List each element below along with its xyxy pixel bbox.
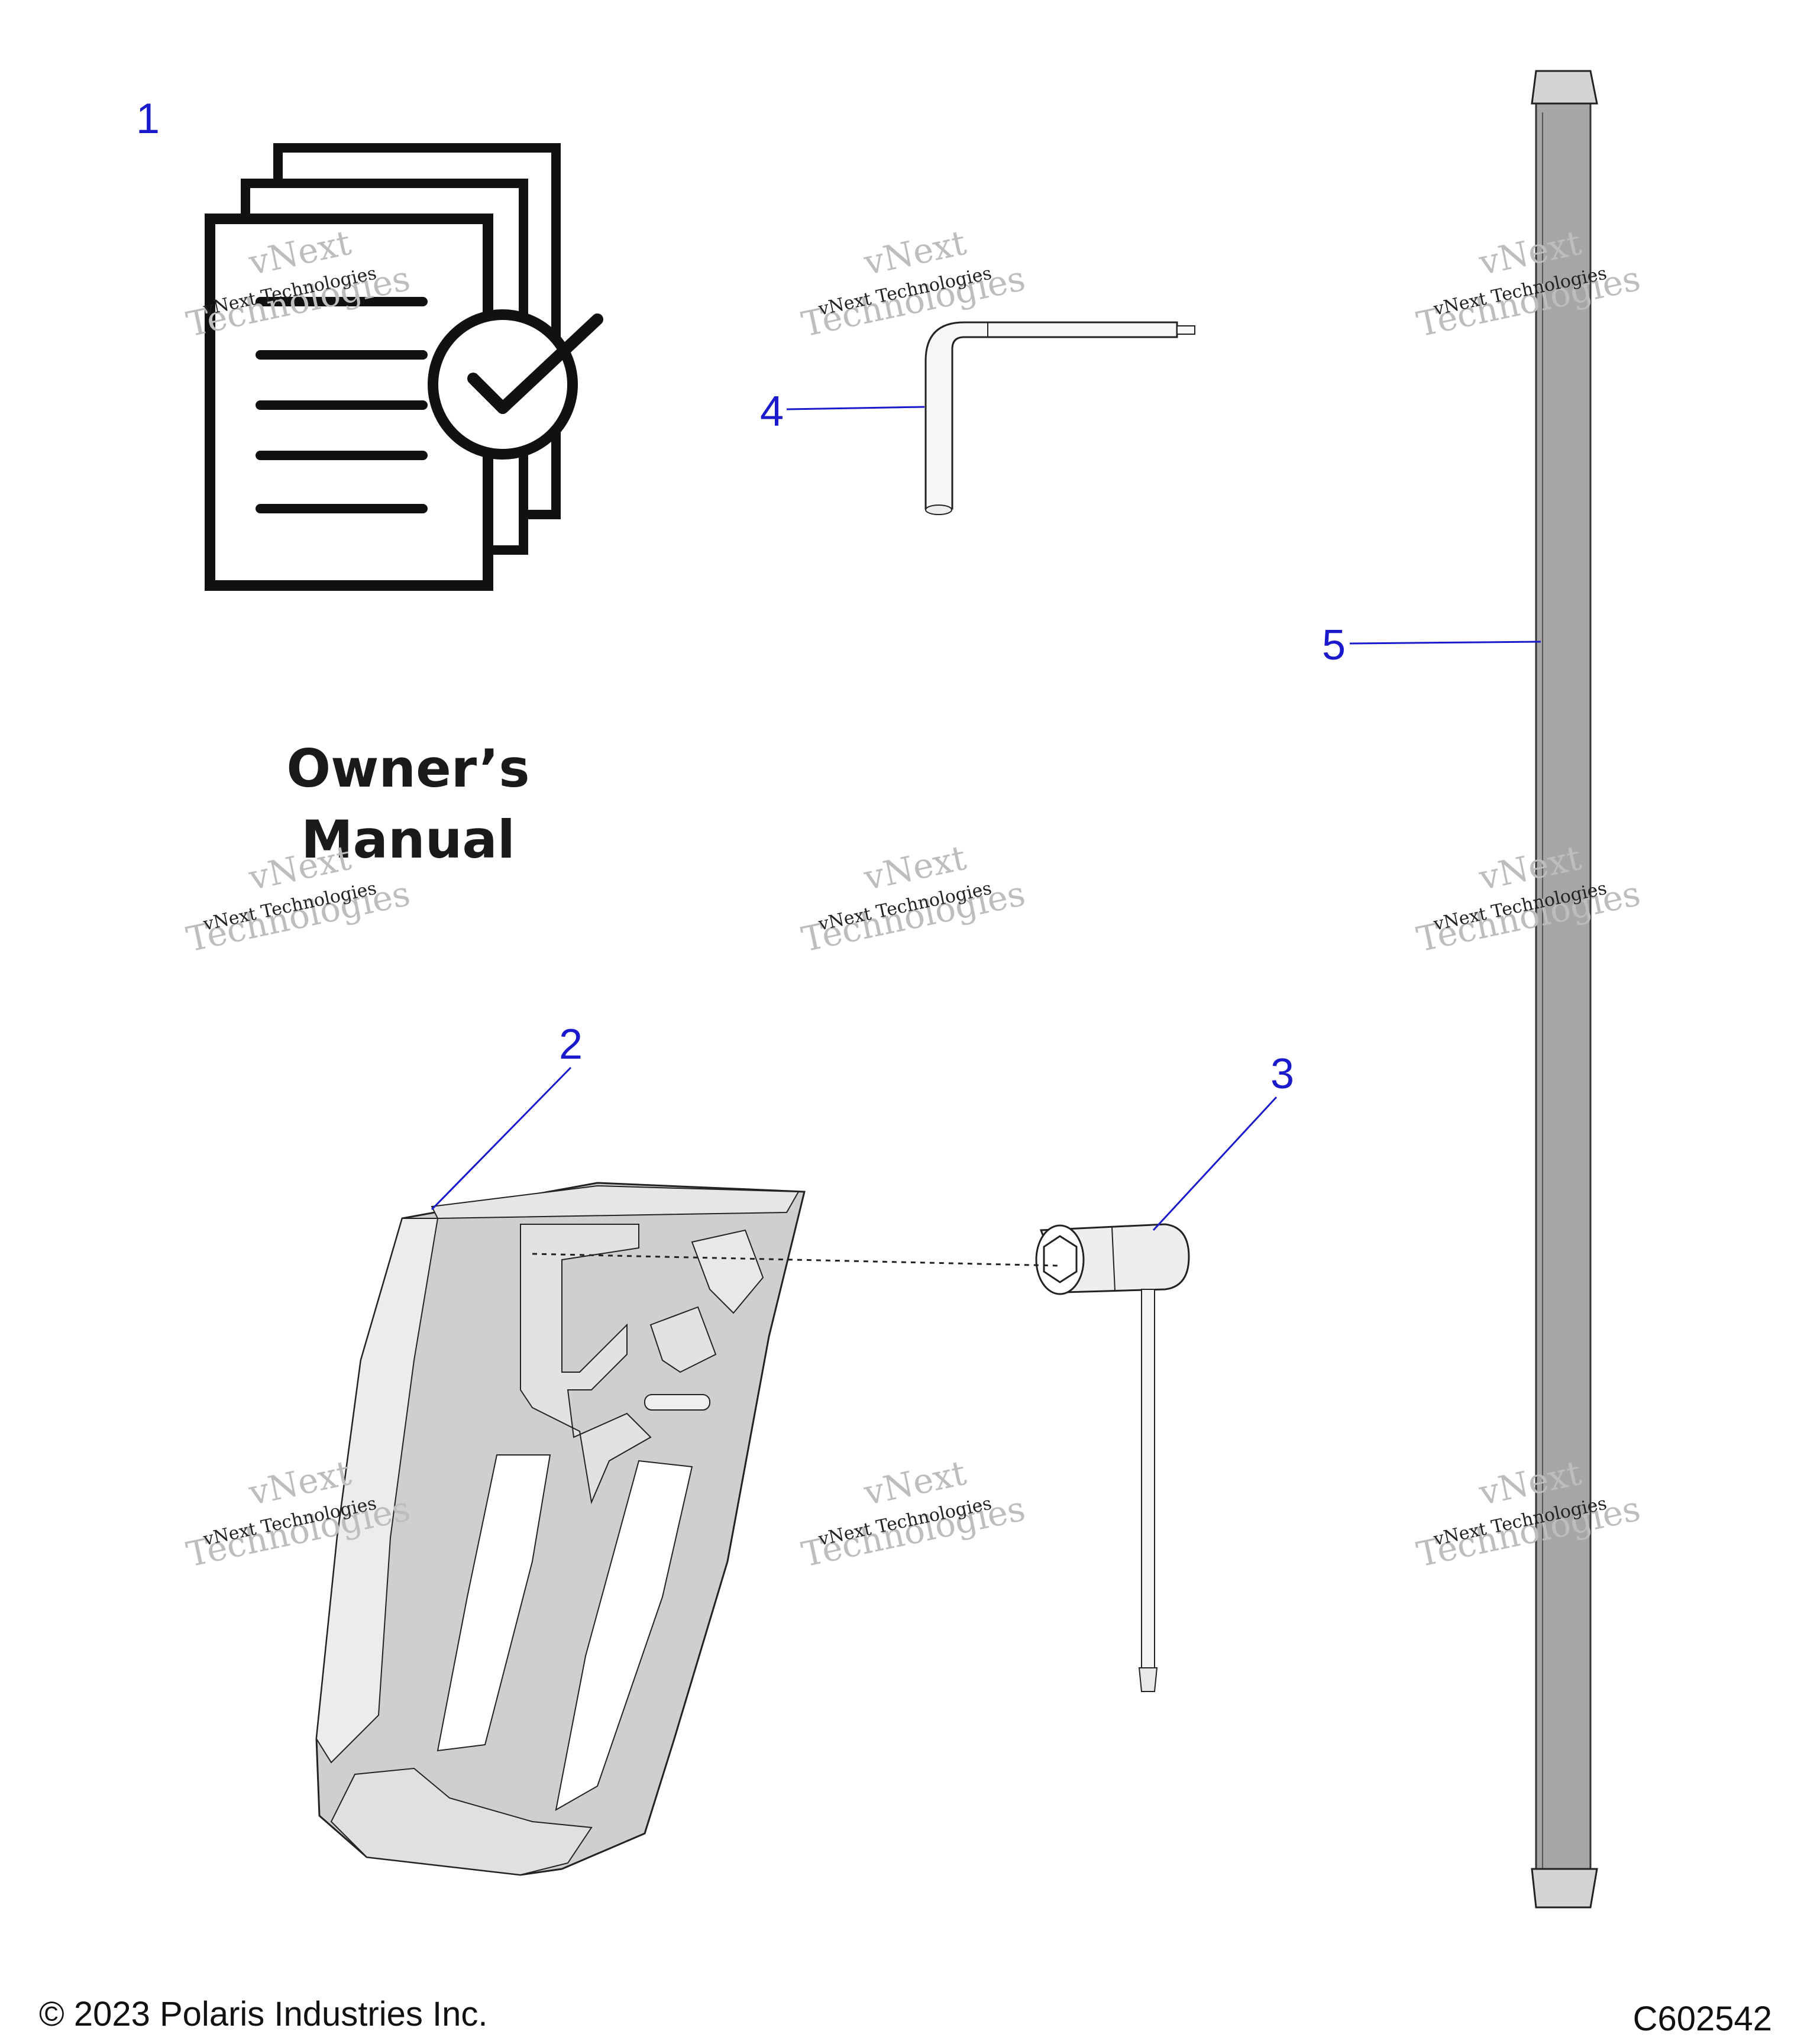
alignment-dashed-line [532,1253,1059,1267]
strap-part [1531,70,1598,1909]
manual-title-line1: Owner’s [286,738,529,799]
tool-holder-part [315,1182,806,1876]
callout-2: 2 [431,1021,583,1211]
hex-key-part [924,321,1195,515]
callout-3: 3 [1152,1050,1294,1231]
manual-title-line2: Manual [301,809,515,870]
svg-text:5: 5 [1322,622,1346,669]
socket-wrench-part [1035,1223,1190,1692]
callout-5: 5 [1322,622,1541,669]
owners-manual-icon [205,143,603,591]
svg-text:2: 2 [559,1021,583,1068]
svg-text:4: 4 [760,388,784,435]
svg-text:1: 1 [136,95,160,143]
svg-text:3: 3 [1270,1050,1294,1098]
callout-1: 1 [136,95,160,143]
callout-4: 4 [760,388,925,435]
diagram-code: C602542 [1632,2000,1772,2038]
copyright-text: © 2023 Polaris Industries Inc. [39,1995,488,2033]
